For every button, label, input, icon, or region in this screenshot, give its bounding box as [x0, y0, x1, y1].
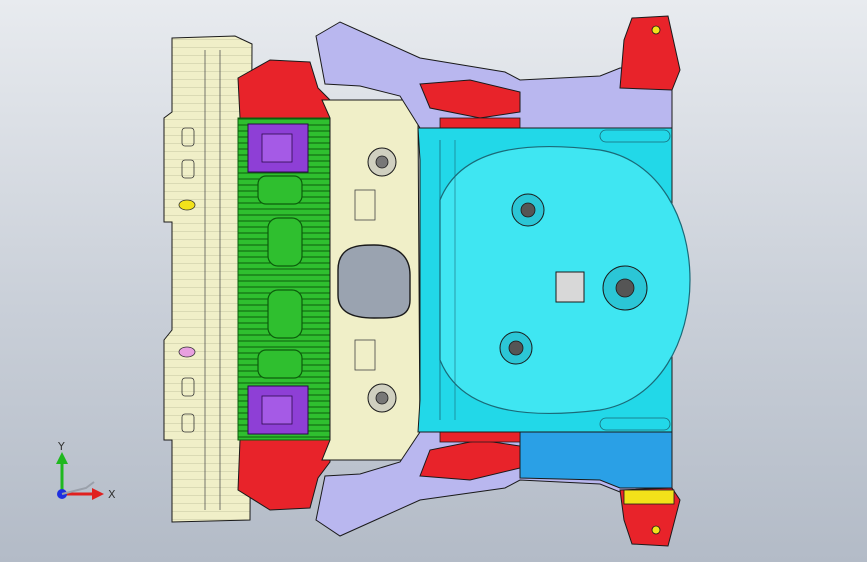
center-cream-panel[interactable]	[321, 99, 421, 461]
y-axis-label: Y	[57, 440, 65, 453]
red-rear-bracket-top[interactable]	[619, 15, 681, 91]
lavender-side-rail-bottom[interactable]	[315, 431, 673, 537]
cyan-floor-pan[interactable]	[417, 127, 691, 433]
front-floor-panel-left[interactable]	[163, 35, 253, 523]
red-bracket-bottom-left[interactable]	[237, 439, 331, 511]
coordinate-triad[interactable]: Y X	[40, 438, 130, 510]
y-axis-arrowhead	[56, 452, 68, 464]
purple-bracket-top[interactable]	[247, 123, 309, 173]
purple-bracket-bottom[interactable]	[247, 385, 309, 435]
red-rear-bracket-bottom[interactable]	[619, 487, 681, 547]
triad-plane-hint	[61, 481, 95, 495]
red-side-member-top[interactable]	[419, 79, 521, 129]
x-axis-arrowhead	[92, 488, 104, 500]
red-side-member-bottom[interactable]	[419, 431, 521, 481]
x-axis-label: X	[108, 488, 116, 501]
